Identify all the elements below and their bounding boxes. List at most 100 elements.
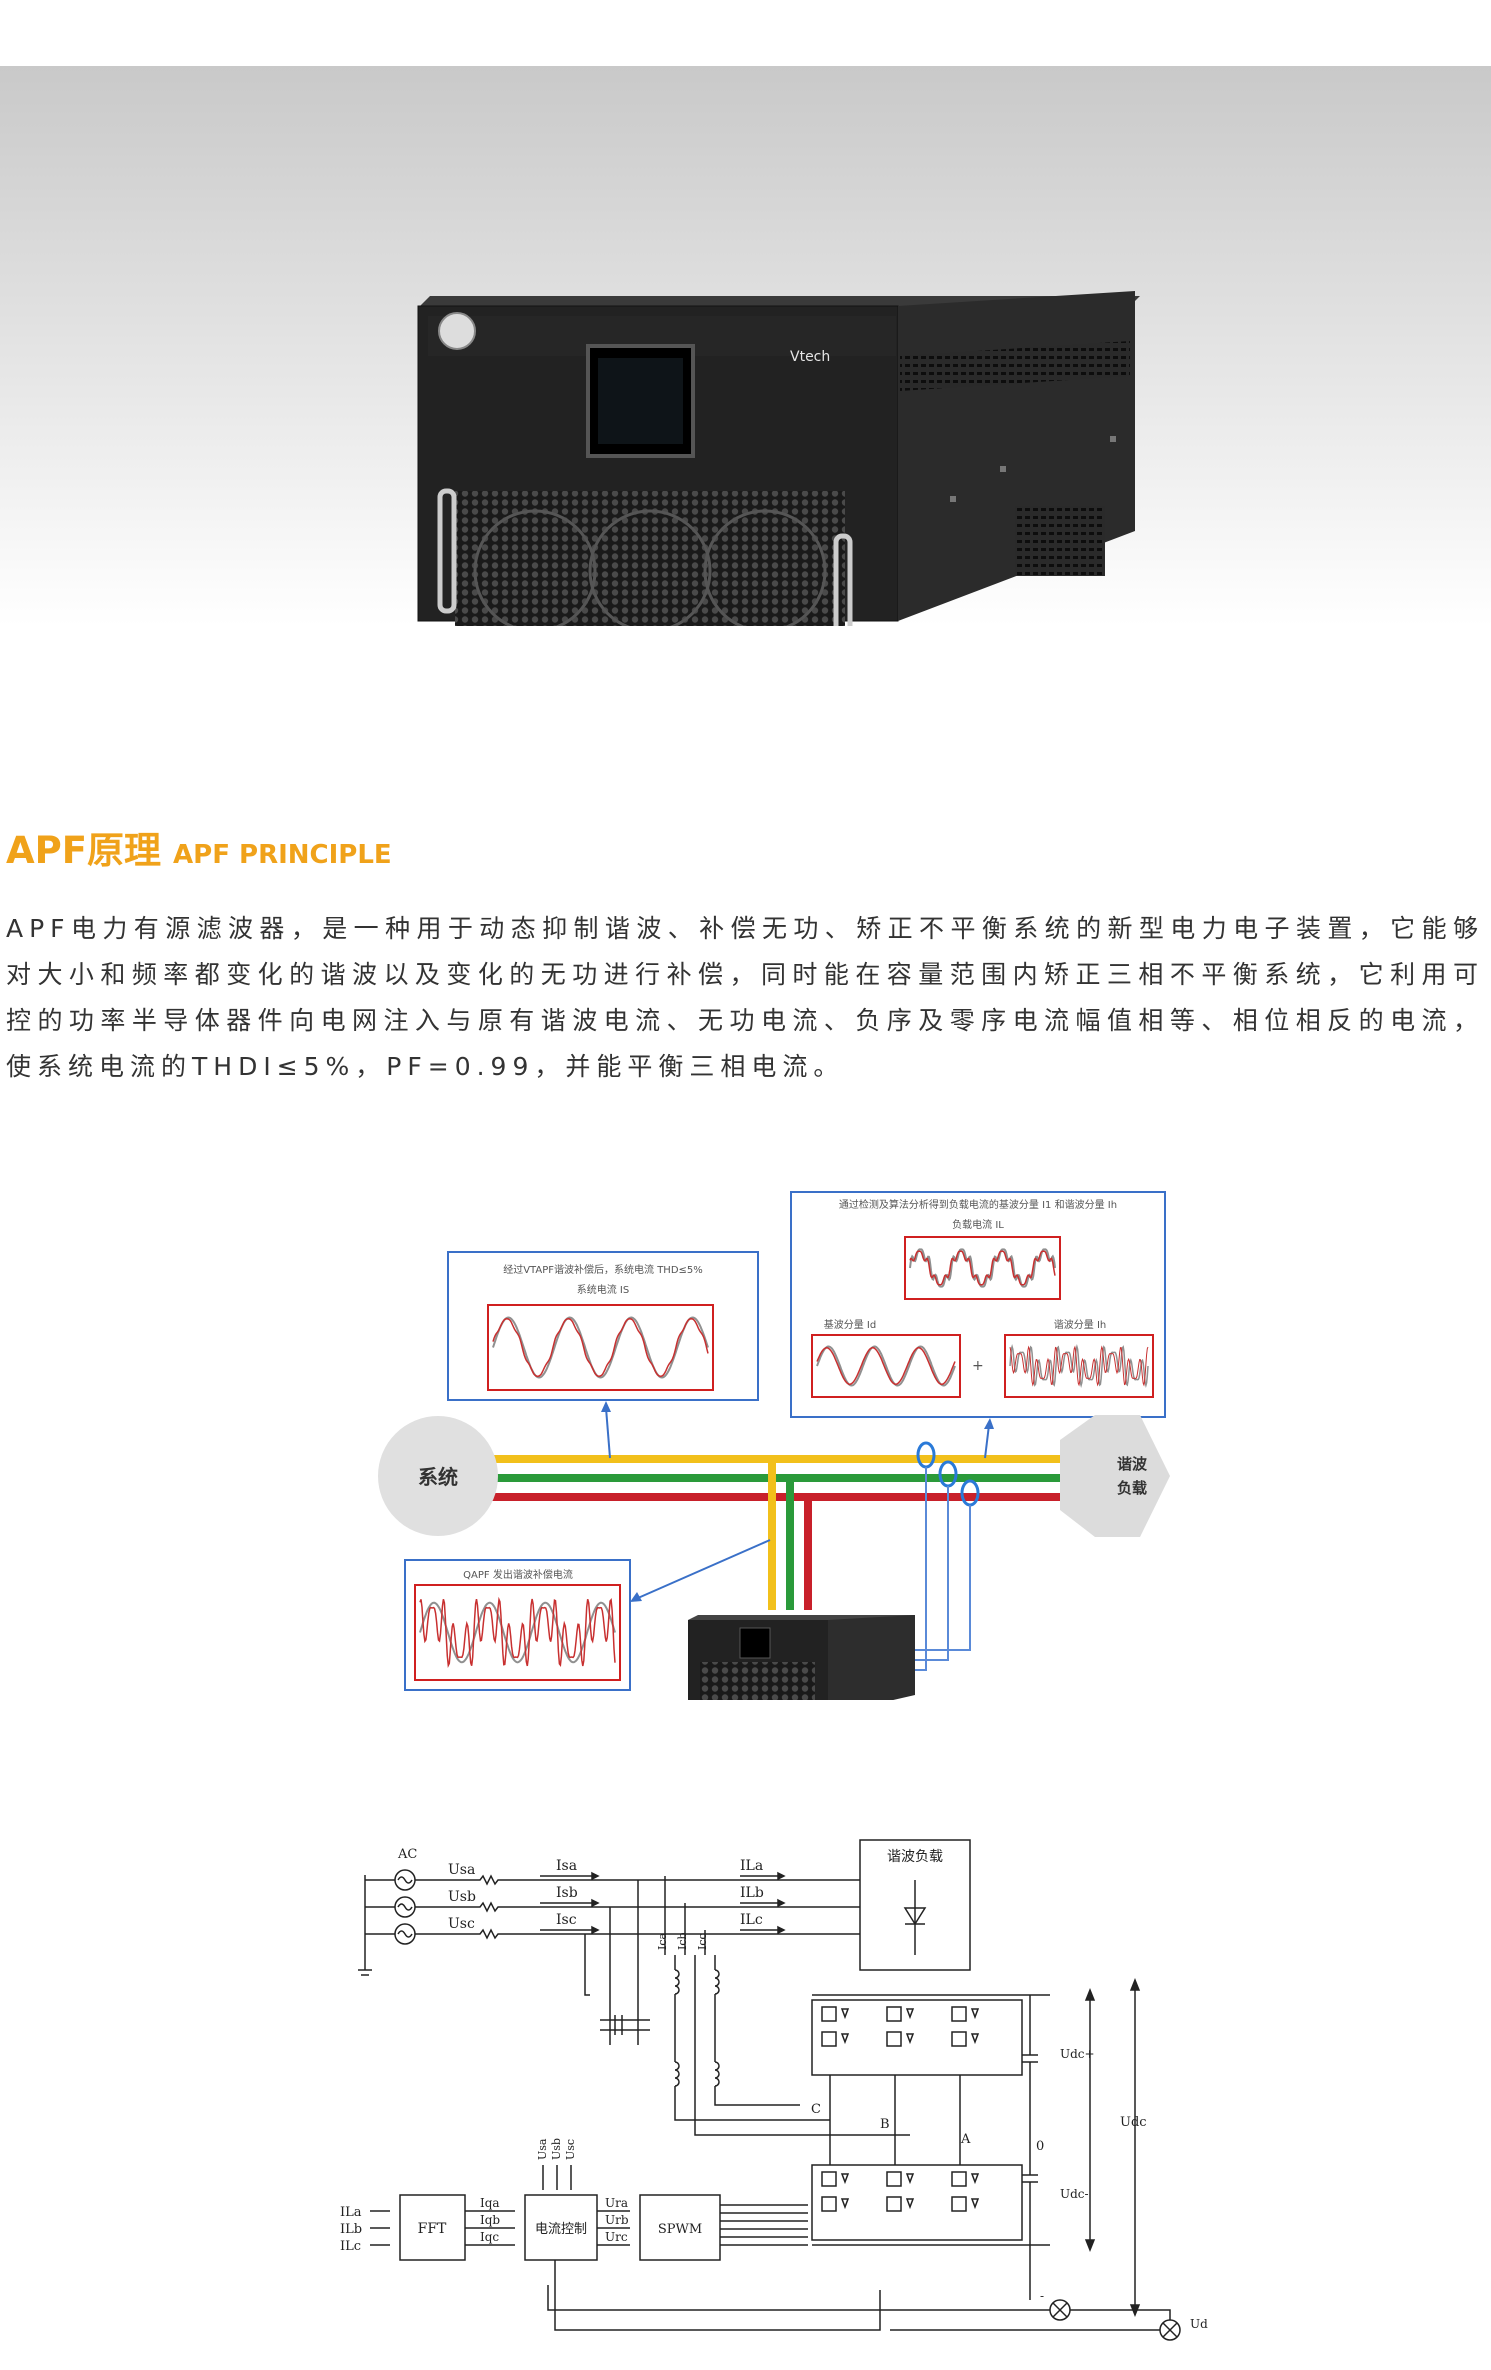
icc-label: Icc: [696, 1933, 709, 1950]
igbt-switch-icon: [886, 2171, 902, 2187]
brand-logo: Vtech: [790, 349, 830, 365]
igbt-switch-icon: [821, 2031, 837, 2047]
compensation-title: QAPF 发出谐波补偿电流: [463, 1568, 573, 1581]
system-node: [378, 1416, 498, 1536]
load-title: 谐波负载: [887, 1849, 943, 1865]
ura-label: Ura: [605, 2196, 628, 2210]
udc-plus-label: Udc+: [1060, 2047, 1095, 2061]
harm-wave-gray: [1009, 1344, 1149, 1388]
hero-banner: Vtech: [0, 66, 1491, 626]
igbt-lower-bridge: [811, 2164, 1023, 2241]
node-c: C: [811, 2102, 821, 2117]
apf-cabinet-image: Vtech: [417, 291, 1140, 626]
right-handle: [833, 533, 853, 626]
isc-label: Isc: [556, 1912, 577, 1928]
ac-label: AC: [397, 1847, 417, 1862]
udc-minus-label: Udc-: [1060, 2187, 1089, 2201]
igbt-switch-icon: [821, 2171, 837, 2187]
ctrl-usb: Usb: [550, 2138, 563, 2160]
fund-wave: [816, 1345, 956, 1387]
harm-wave-red: [1009, 1345, 1149, 1387]
igbt-upper-bridge: [811, 1999, 1023, 2076]
input-ila: ILa: [340, 2205, 362, 2220]
zero-label: 0: [1036, 2139, 1044, 2154]
iqc-label: Iqc: [480, 2230, 499, 2244]
inductor-icon: [714, 1969, 720, 1995]
udc-label: Udc: [1120, 2115, 1147, 2130]
ila-label: ILa: [740, 1858, 763, 1874]
load-label-1: 谐波: [1117, 1455, 1148, 1473]
ctrl-usc: Usc: [564, 2139, 577, 2160]
isb-label: Isb: [556, 1885, 578, 1901]
harmonic-load-box: [859, 1839, 971, 1971]
spwm-block: [639, 2194, 721, 2261]
freewheel-diode-icon: [970, 2008, 980, 2020]
inductor-icon: [674, 1969, 680, 1995]
apf-description: APF电力有源滤波器，是一种用于动态抑制谐波、补偿无功、矫正不平衡系统的新型电力…: [6, 914, 1484, 1081]
fan-icon: [703, 509, 827, 626]
apf-flow-diagram: 通过检测及算法分析得到负载电流的基波分量 I1 和谐波分量 Ih 负载电流 IL…: [378, 1191, 1170, 1700]
ctrl-usa: Usa: [536, 2138, 549, 2160]
ac-source-icon: [394, 1869, 416, 1891]
system-wave-gray: [492, 1316, 709, 1379]
comp-wave-gray: [419, 1601, 616, 1664]
igbt-switch-icon: [886, 2196, 902, 2212]
system-current-title: 经过VTAPF谐波补偿后，系统电流 THD≤5%: [503, 1263, 703, 1276]
node-b: B: [880, 2117, 890, 2132]
system-wave-red: [492, 1318, 709, 1377]
power-button-icon: [438, 312, 476, 350]
urc-label: Urc: [605, 2230, 628, 2244]
freewheel-diode-icon: [905, 2008, 915, 2020]
harm-label: 谐波分量 Ih: [1054, 1318, 1106, 1331]
fund-label: 基波分量 Id: [824, 1318, 876, 1331]
iqa-label: Iqa: [480, 2196, 500, 2210]
plus-sign: +: [972, 1358, 984, 1374]
minus-label: -: [1040, 2289, 1044, 2303]
usb-label: Usb: [448, 1889, 476, 1905]
freewheel-diode-icon: [905, 2033, 915, 2045]
freewheel-diode-icon: [970, 2198, 980, 2210]
load-current-label: 负载电流 IL: [952, 1218, 1004, 1231]
load-wave-red: [909, 1250, 1056, 1286]
section-title: APF原理 APF PRINCIPLE: [6, 820, 392, 872]
input-ilb: ILb: [340, 2222, 362, 2237]
freewheel-diode-icon: [840, 2198, 850, 2210]
iqb-label: Iqb: [480, 2213, 500, 2227]
ilc-label: ILc: [740, 1912, 763, 1928]
load-current-wave: [904, 1236, 1061, 1300]
ilb-label: ILb: [740, 1885, 764, 1901]
igbt-switch-icon: [886, 2031, 902, 2047]
ud-label: Ud: [1190, 2317, 1208, 2331]
igbt-switch-icon: [951, 2031, 967, 2047]
spwm-label: SPWM: [658, 2222, 702, 2237]
inductor-icon: [674, 2061, 680, 2087]
freewheel-diode-icon: [970, 2173, 980, 2185]
current-control-label: 电流控制: [535, 2222, 587, 2237]
freewheel-diode-icon: [905, 2173, 915, 2185]
inductor-icon: [714, 2061, 720, 2087]
load-label-2: 负载: [1117, 1479, 1147, 1497]
ac-source-icon: [394, 1896, 416, 1918]
usa-label: Usa: [448, 1862, 475, 1878]
fft-label: FFT: [418, 2221, 447, 2237]
igbt-switch-icon: [886, 2006, 902, 2022]
igbt-switch-icon: [951, 2196, 967, 2212]
igbt-switch-icon: [951, 2171, 967, 2187]
igbt-switch-icon: [821, 2196, 837, 2212]
harmonic-load-node: [1060, 1415, 1170, 1537]
fund-wave-red: [816, 1347, 956, 1385]
apf-circuit-diagram: AC Usa Usb Usc Isa Isb Isc ILa ILb ILc 谐…: [340, 1839, 1208, 2341]
fan-icon: [588, 509, 712, 626]
apf-cabinet-small: [688, 1615, 915, 1700]
freewheel-diode-icon: [840, 2008, 850, 2020]
freewheel-diode-icon: [840, 2033, 850, 2045]
usc-label: Usc: [448, 1916, 475, 1932]
diode-icon: [903, 1907, 927, 1926]
section-title-cn: APF原理: [6, 829, 162, 872]
igbt-switch-icon: [821, 2006, 837, 2022]
section-title-en: APF PRINCIPLE: [173, 840, 392, 870]
node-a: A: [960, 2132, 971, 2147]
left-handle: [437, 488, 457, 614]
freewheel-diode-icon: [905, 2198, 915, 2210]
system-current-label: 系统电流 IS: [577, 1283, 629, 1296]
